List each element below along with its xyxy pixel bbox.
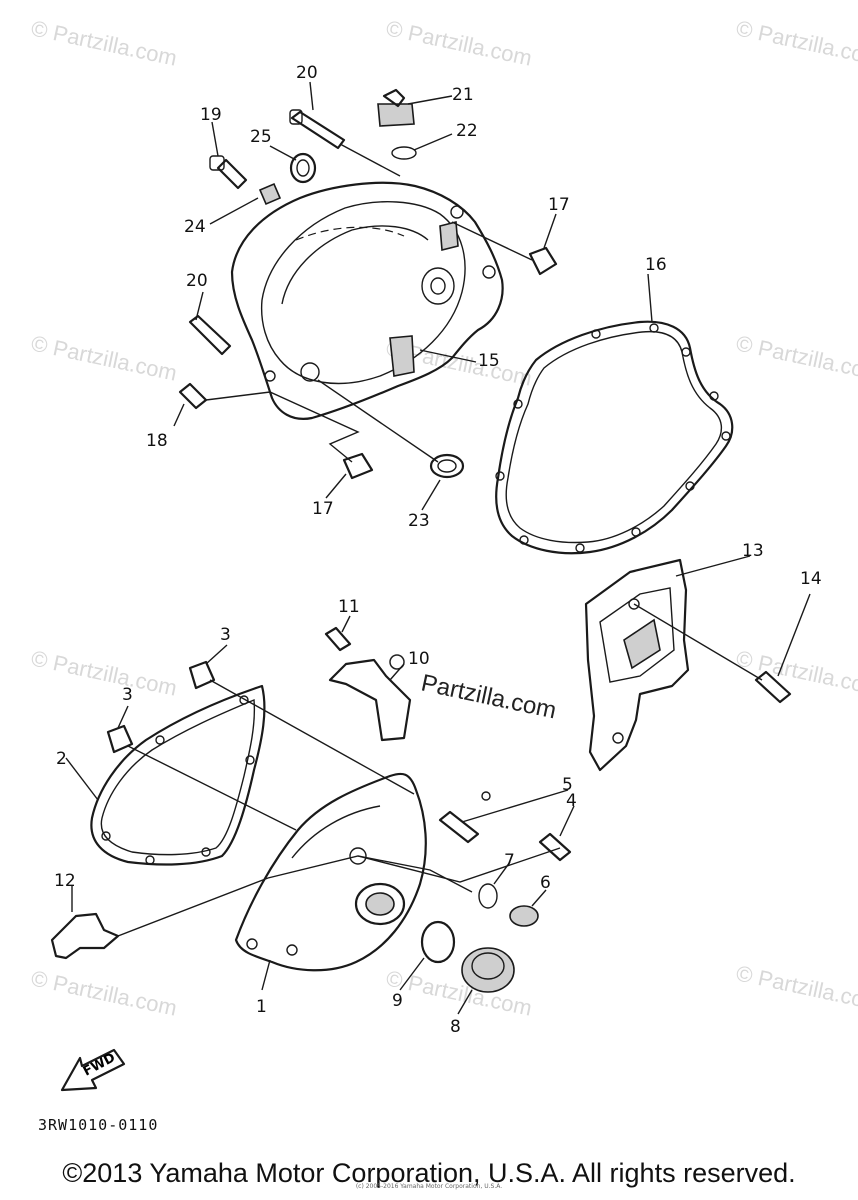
- watermark-group: © Partzilla.com © Partzilla.com © Partzi…: [29, 15, 858, 1020]
- watermark: © Partzilla.com: [29, 15, 179, 70]
- sprocket-cover: [584, 558, 690, 772]
- watermark: © Partzilla.com: [734, 330, 858, 385]
- center-watermark-copyright-icon: [389, 654, 405, 670]
- callout-13: 13: [742, 541, 764, 561]
- callout-9: 9: [392, 991, 403, 1011]
- fine-print-note: (c) 2005-2016 Yamaha Motor Corporation, …: [355, 1183, 503, 1190]
- callout-18: 18: [146, 431, 168, 451]
- callout-7: 7: [504, 851, 515, 871]
- callout-25: 25: [250, 127, 272, 147]
- callouts: 20 21 19 22 25 17 24 16 20 15 18 17 23 1…: [54, 63, 822, 1037]
- gasket-16: [495, 320, 734, 555]
- center-watermark: Partzilla.com: [419, 669, 559, 724]
- top-leaders: [173, 81, 653, 511]
- watermark: © Partzilla.com: [384, 15, 534, 70]
- callout-23: 23: [408, 511, 430, 531]
- forward-arrow: FWD: [60, 1048, 126, 1092]
- callout-24: 24: [184, 217, 206, 237]
- callout-10: 10: [408, 649, 430, 669]
- copyright-notice: ©2013 Yamaha Motor Corporation, U.S.A. A…: [62, 1158, 796, 1188]
- callout-11: 11: [338, 597, 360, 617]
- parts-diagram: © Partzilla.com © Partzilla.com © Partzi…: [29, 15, 858, 1092]
- watermark: © Partzilla.com: [734, 645, 858, 700]
- bottom-leaders: [65, 555, 811, 1015]
- watermark: © Partzilla.com: [734, 960, 858, 1015]
- callout-20: 20: [186, 271, 208, 291]
- callout-15: 15: [478, 351, 500, 371]
- callout-8: 8: [450, 1017, 461, 1037]
- callout-3: 3: [220, 625, 231, 645]
- top-small-parts: [178, 88, 558, 480]
- watermark: © Partzilla.com: [29, 330, 179, 385]
- callout-21: 21: [452, 85, 474, 105]
- crankcase-cover: [230, 181, 504, 420]
- callout-20: 20: [296, 63, 318, 83]
- callout-3: 3: [122, 685, 133, 705]
- callout-2: 2: [56, 749, 67, 769]
- side-cover: [234, 772, 491, 972]
- callout-22: 22: [456, 121, 478, 141]
- callout-14: 14: [800, 569, 822, 589]
- gasket-2: [90, 684, 266, 866]
- diagram-code: 3RW1010-0110: [38, 1116, 159, 1134]
- callout-12: 12: [54, 871, 76, 891]
- callout-1: 1: [256, 997, 267, 1017]
- callout-5: 5: [562, 775, 573, 795]
- callout-16: 16: [645, 255, 667, 275]
- callout-17: 17: [312, 499, 334, 519]
- callout-4: 4: [566, 791, 577, 811]
- watermark: © Partzilla.com: [734, 15, 858, 70]
- bottom-small-parts: [50, 626, 792, 993]
- callout-6: 6: [540, 873, 551, 893]
- watermark: © Partzilla.com: [29, 965, 179, 1020]
- callout-19: 19: [200, 105, 222, 125]
- callout-17: 17: [548, 195, 570, 215]
- watermark: © Partzilla.com: [29, 645, 179, 700]
